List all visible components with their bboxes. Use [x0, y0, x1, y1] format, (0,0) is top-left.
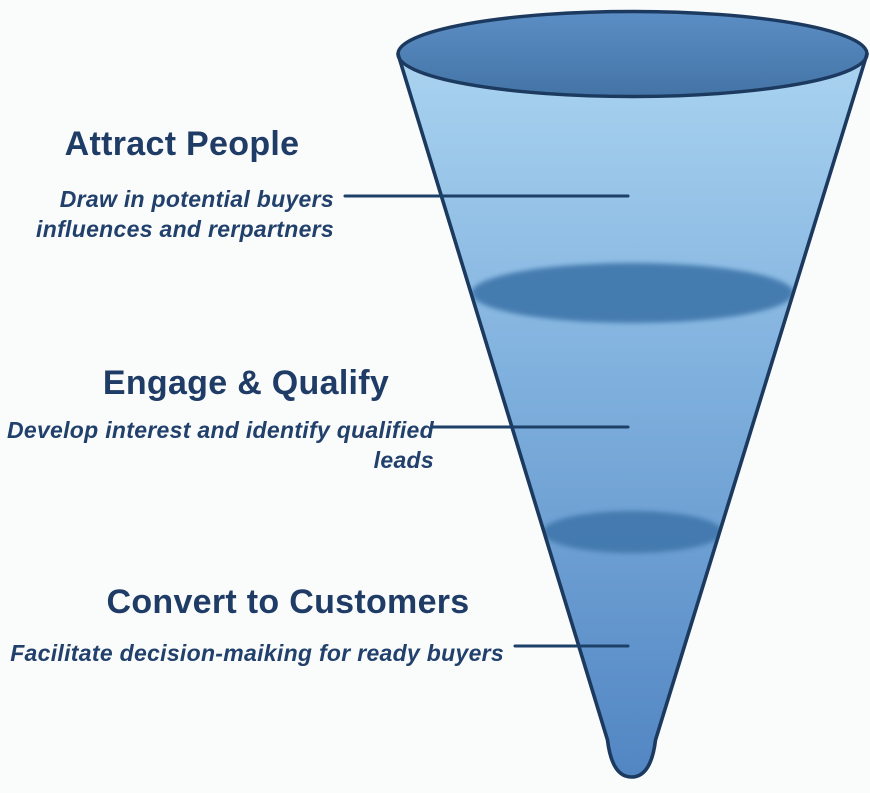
stage-2-title: Engage & Qualify — [102, 364, 390, 402]
stage-1-description-line-2: influences and rerpartners — [36, 216, 334, 242]
stage-3-title: Convert to Customers — [106, 583, 470, 621]
funnel-outline — [396, 52, 869, 779]
stage-1-description-line-1: Draw in potential buyers — [59, 186, 334, 212]
stage-2-description-line-2: leads — [373, 447, 434, 473]
funnel-divider-2 — [542, 511, 723, 553]
stage-3-description: Facilitate decision-maiking for ready bu… — [0, 638, 504, 668]
funnel-opening — [396, 9, 869, 99]
stage-1-description: Draw in potential buyers influences and … — [0, 184, 334, 244]
funnel-divider-1 — [471, 263, 794, 323]
stage-3-description-line-1: Facilitate decision-maiking for ready bu… — [10, 640, 504, 666]
stage-2-description: Develop interest and identify qualified … — [0, 415, 434, 475]
stage-2-description-line-1: Develop interest and identify qualified — [6, 417, 434, 443]
funnel-body — [398, 54, 867, 777]
stage-1-title: Attract People — [64, 125, 300, 163]
